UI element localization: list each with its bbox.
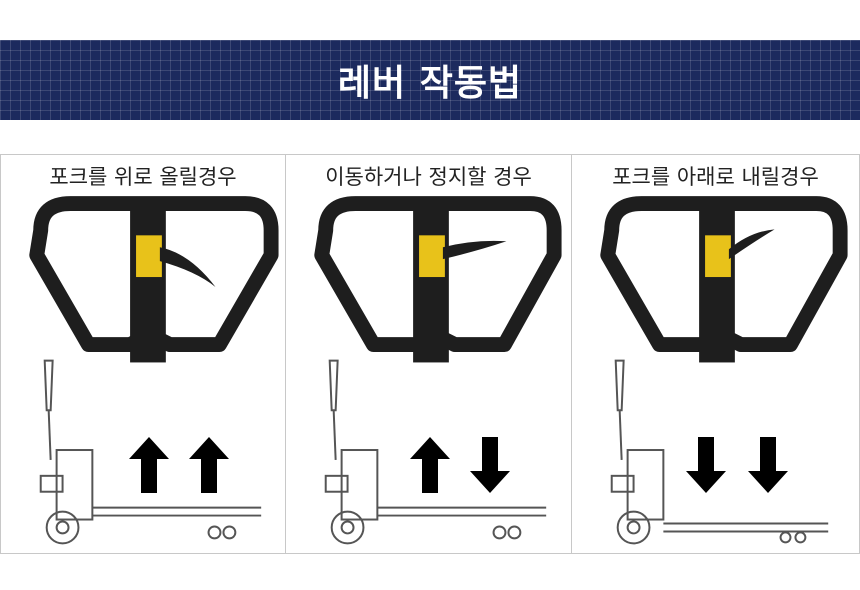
pallet-truck-icon <box>324 359 547 545</box>
up-arrow-icon <box>129 437 169 493</box>
panel-move-stop: 이동하거나 정지할 경우 <box>285 154 572 554</box>
down-arrow-icon <box>470 437 510 493</box>
page-title: 레버 작동법 <box>337 63 523 104</box>
up-arrow-icon <box>410 437 450 493</box>
lever-instructions: 포크를 위로 올릴경우 <box>0 154 860 554</box>
down-arrow-icon <box>686 437 726 493</box>
panel-lower-fork: 포크를 아래로 내릴경우 <box>571 154 860 554</box>
panel-caption: 포크를 위로 올릴경우 <box>49 165 237 189</box>
down-arrow-icon <box>748 437 788 493</box>
pallet-truck-icon <box>610 359 829 545</box>
handle-lever-down-icon <box>600 196 848 363</box>
up-arrow-icon <box>189 437 229 493</box>
pallet-truck-icon <box>39 359 262 545</box>
handle-lever-up-icon <box>29 196 279 363</box>
handle-lever-neutral-icon <box>314 196 562 363</box>
panel-caption: 이동하거나 정지할 경우 <box>325 165 532 189</box>
title-banner: 레버 작동법 <box>0 40 860 120</box>
panel-raise-fork: 포크를 위로 올릴경우 <box>0 154 286 554</box>
panel-caption: 포크를 아래로 내릴경우 <box>612 165 819 189</box>
